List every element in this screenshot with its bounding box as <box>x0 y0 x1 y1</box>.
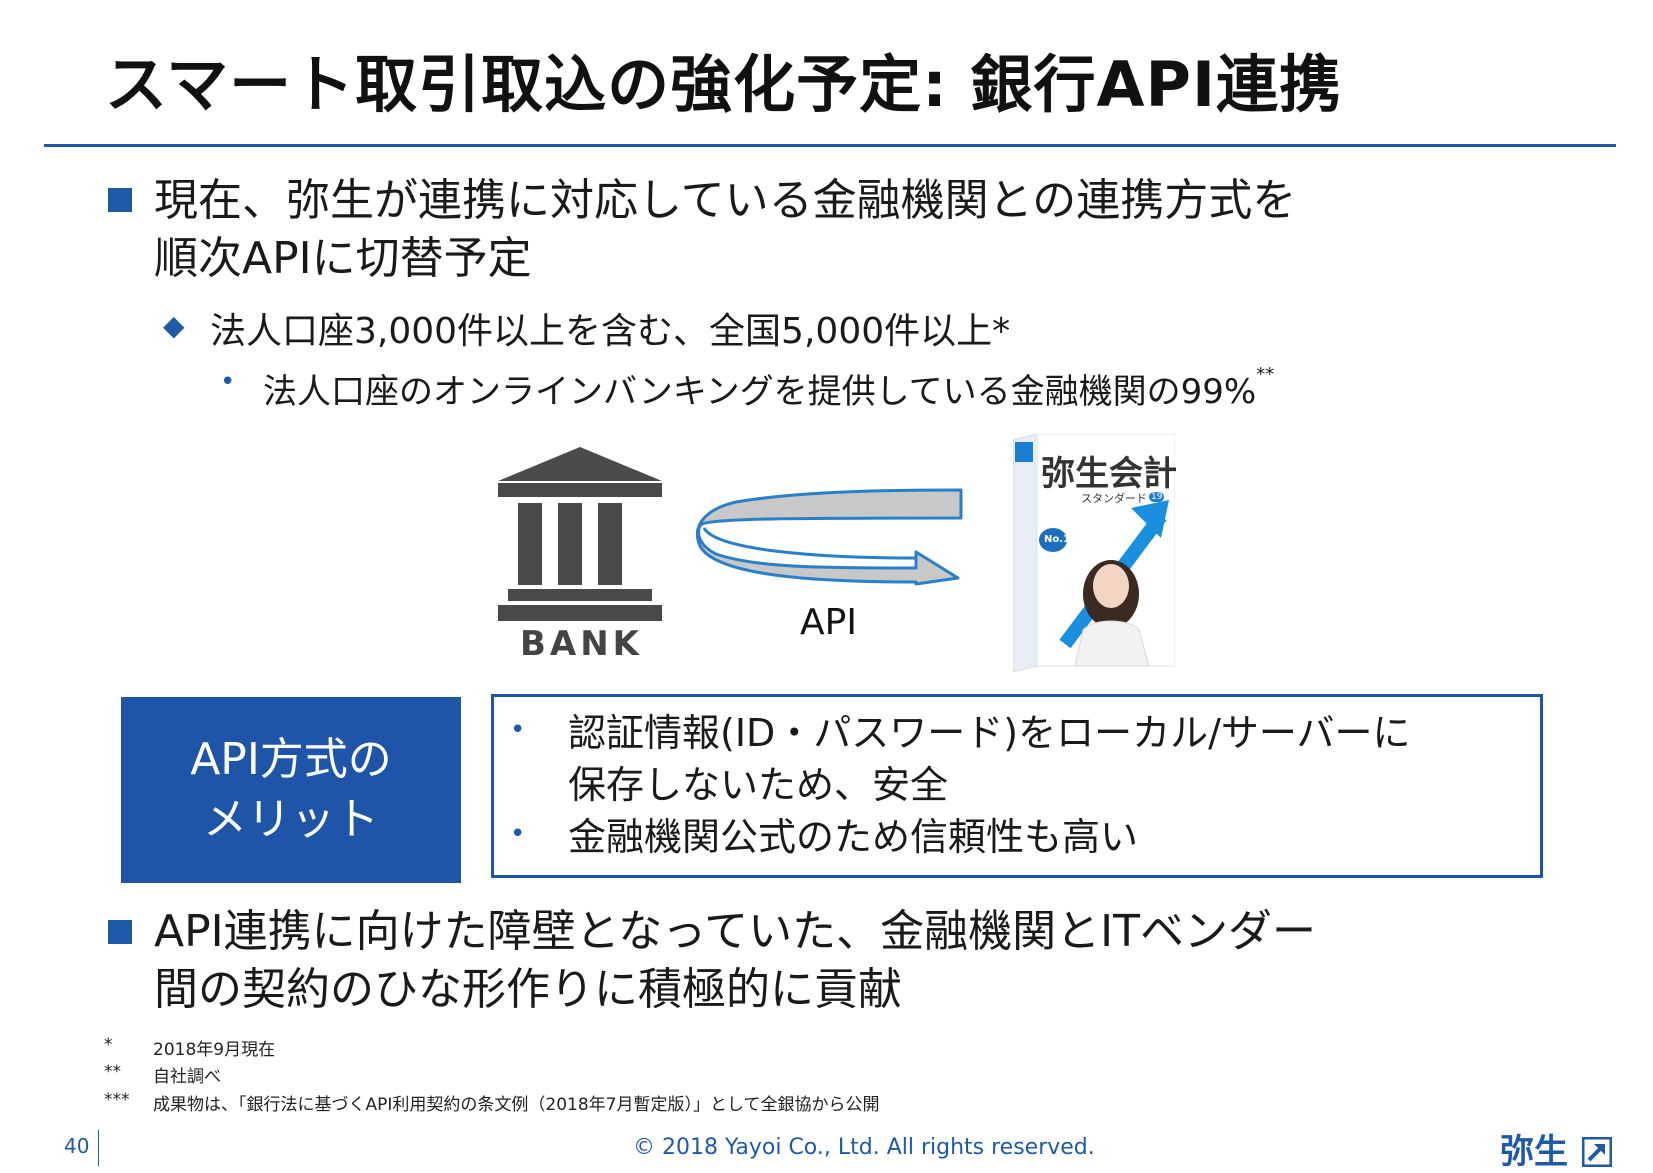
merit-box-line1: API方式の <box>190 734 392 785</box>
merit-box-line2: メリット <box>203 794 379 845</box>
square-bullet-icon <box>108 188 132 212</box>
footnote-text: 成果物は、「銀行法に基づくAPI利用契約の条文例（2018年7月暫定版）」として… <box>153 1095 880 1115</box>
sub-bullet: 法人口座3,000件以上を含む、全国5,000件以上* <box>210 311 1011 352</box>
footnote-mark: * <box>104 1035 113 1055</box>
diamond-bullet-icon: ◆ <box>163 309 185 342</box>
bank-icon <box>498 447 662 621</box>
footnote-mark: ** <box>104 1062 121 1082</box>
footnote-text: 2018年9月現在 <box>153 1040 276 1060</box>
footer-divider <box>98 1130 99 1166</box>
logo-text: 弥生 <box>1500 1132 1568 1172</box>
product-edition: スタンダード <box>1081 492 1147 505</box>
dot-bullet-icon: • <box>220 367 236 397</box>
page-title: スマート取引取込の強化予定: 銀行API連携 <box>105 48 1343 121</box>
title-divider <box>44 144 1616 147</box>
page-number: 40 <box>64 1134 90 1158</box>
dot-bullet-icon: • <box>510 819 526 849</box>
bullet2-line1: API連携に向けた障壁となっていた、金融機関とITベンダー <box>154 906 1316 957</box>
product-name: 弥生会計 <box>1041 454 1177 494</box>
logo-arrow-icon <box>1581 1136 1613 1168</box>
copyright: © 2018 Yayoi Co., Ltd. All rights reserv… <box>633 1135 1095 1160</box>
api-label: API <box>800 602 857 643</box>
dot-bullet-icon: • <box>510 715 526 745</box>
footnote-mark: ** <box>1256 364 1275 385</box>
curved-arrow-icon <box>696 488 963 586</box>
bank-label: BANK <box>520 624 644 664</box>
yayoi-logo: 弥生 <box>1500 1124 1613 1173</box>
footnote-mark: *** <box>104 1090 130 1110</box>
merit-list: • 認証情報(ID・パスワード)をローカル/サーバーに 保存しないため、安全 •… <box>491 694 1543 878</box>
bullet1-line2: 順次APIに切替予定 <box>154 233 532 284</box>
bullet2-line2: 間の契約のひな形作りに積極的に貢献 <box>154 964 902 1015</box>
merit-item-2: 金融機関公式のため信頼性も高い <box>568 815 1139 859</box>
product-badge: No.1 <box>1044 534 1070 545</box>
sub-sub-bullet-text: 法人口座のオンラインバンキングを提供している金融機関の99% <box>263 372 1257 412</box>
sub-sub-bullet: 法人口座のオンラインバンキングを提供している金融機関の99%** <box>263 364 1274 413</box>
bullet1-line1: 現在、弥生が連携に対応している金融機関との連携方式を <box>154 175 1297 226</box>
merit-item-1-line1: 認証情報(ID・パスワード)をローカル/サーバーに <box>568 711 1411 755</box>
merit-box: API方式の メリット <box>121 697 461 883</box>
merit-item-1-line2: 保存しないため、安全 <box>568 763 949 807</box>
product-version: 19 <box>1149 492 1165 502</box>
footnote-text: 自社調べ <box>153 1067 221 1087</box>
product-box-image: 弥生会計 スタンダード No.1 19 <box>1012 433 1177 673</box>
square-bullet-icon <box>108 920 132 944</box>
